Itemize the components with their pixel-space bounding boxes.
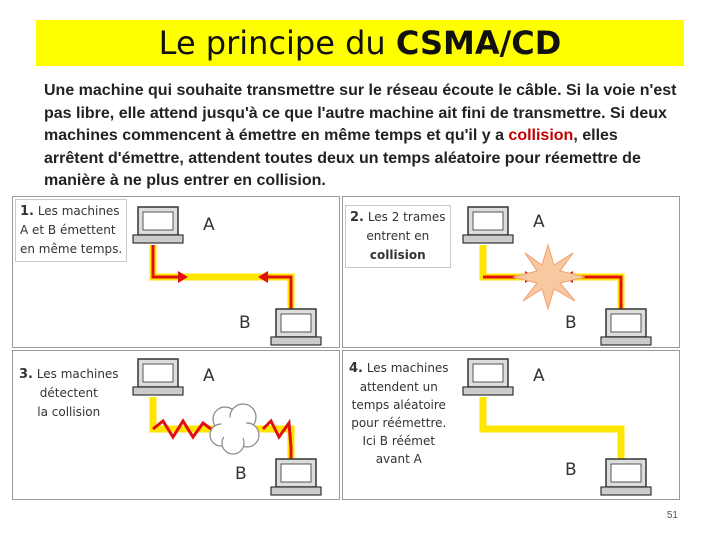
step-number: 1. — [20, 204, 34, 219]
step-number: 3. — [19, 367, 33, 382]
jam-signal-b — [261, 418, 293, 461]
caption-line: en même temps. — [20, 242, 123, 256]
computer-b-icon — [270, 308, 322, 346]
computer-b-icon — [600, 458, 652, 496]
panel-4-caption: 4. Les machines attendent un temps aléat… — [345, 357, 453, 470]
label-b: B — [565, 313, 577, 333]
caption-line: pour réémettre. — [351, 416, 447, 430]
panel-3-diagram — [132, 358, 322, 496]
panel-2-diagram — [462, 206, 652, 346]
step-number: 4. — [349, 361, 363, 376]
panel-3-caption: 3. Les machines détectent la collision — [15, 363, 123, 424]
cable — [479, 397, 625, 461]
page-number: 51 — [666, 510, 678, 521]
jam-signal-a — [152, 418, 212, 440]
caption-line: avant A — [375, 452, 422, 466]
caption-line: collision — [369, 248, 426, 262]
intro-paragraph: Une machine qui souhaite transmettre sur… — [44, 80, 680, 193]
caption-line: A et B émettent — [20, 223, 116, 237]
frame-a-arrow — [151, 245, 178, 279]
frame-a-arrowhead — [178, 271, 188, 283]
caption-line: détectent — [39, 386, 98, 400]
computer-a-icon — [462, 358, 514, 396]
panel-3: 3. Les machines détectent la collision A… — [12, 350, 340, 500]
intro-highlight: collision — [508, 127, 574, 144]
label-b: B — [235, 464, 247, 484]
caption-line: Les machines — [36, 367, 119, 381]
computer-a-icon — [132, 206, 184, 244]
caption-line: Ici B réémet — [362, 434, 436, 448]
computer-a-icon — [462, 206, 514, 244]
title-bold: CSMA/CD — [395, 24, 562, 62]
caption-line: la collision — [37, 405, 101, 419]
caption-line: Les machines — [366, 361, 449, 375]
caption-line: Les machines — [37, 204, 120, 218]
label-b: B — [239, 313, 251, 333]
panel-1: 1. Les machines A et B émettent en même … — [12, 196, 340, 348]
panel-1-diagram — [132, 206, 322, 346]
label-b: B — [565, 460, 577, 480]
label-a: A — [203, 215, 215, 235]
title-bar: Le principe du CSMA/CD — [36, 20, 684, 66]
panel-4: 4. Les machines attendent un temps aléat… — [342, 350, 680, 500]
caption-line: Les 2 trames — [367, 210, 446, 224]
caption-line: attendent un — [359, 380, 438, 394]
intro-text-before: Une machine qui souhaite transmettre sur… — [44, 82, 677, 144]
collision-burst-icon — [512, 243, 586, 311]
caption-line: temps aléatoire — [351, 398, 446, 412]
diagram-grid: 1. Les machines A et B émettent en même … — [12, 196, 680, 500]
computer-b-icon — [270, 458, 322, 496]
computer-b-icon — [600, 308, 652, 346]
intro-text-after: , elles arrêtent d'émettre, attendent to… — [44, 127, 641, 189]
title-regular: Le principe du — [158, 24, 396, 62]
label-a: A — [533, 212, 545, 232]
label-a: A — [203, 366, 215, 386]
computer-a-icon — [132, 358, 184, 396]
panel-2-caption: 2. Les 2 trames entrent en collision — [345, 205, 451, 268]
frame-b-arrow — [573, 275, 623, 311]
frame-b-arrowhead — [258, 271, 268, 283]
panel-1-caption: 1. Les machines A et B émettent en même … — [15, 199, 128, 262]
caption-line: entrent en — [366, 229, 430, 243]
label-a: A — [533, 366, 545, 386]
panel-2: 2. Les 2 trames entrent en collision A B — [342, 196, 680, 348]
panel-4-diagram — [462, 358, 652, 496]
slide-title: Le principe du CSMA/CD — [159, 24, 562, 62]
frame-b-arrow — [268, 275, 293, 311]
collision-cloud-icon — [209, 403, 260, 455]
step-number: 2. — [350, 210, 364, 225]
